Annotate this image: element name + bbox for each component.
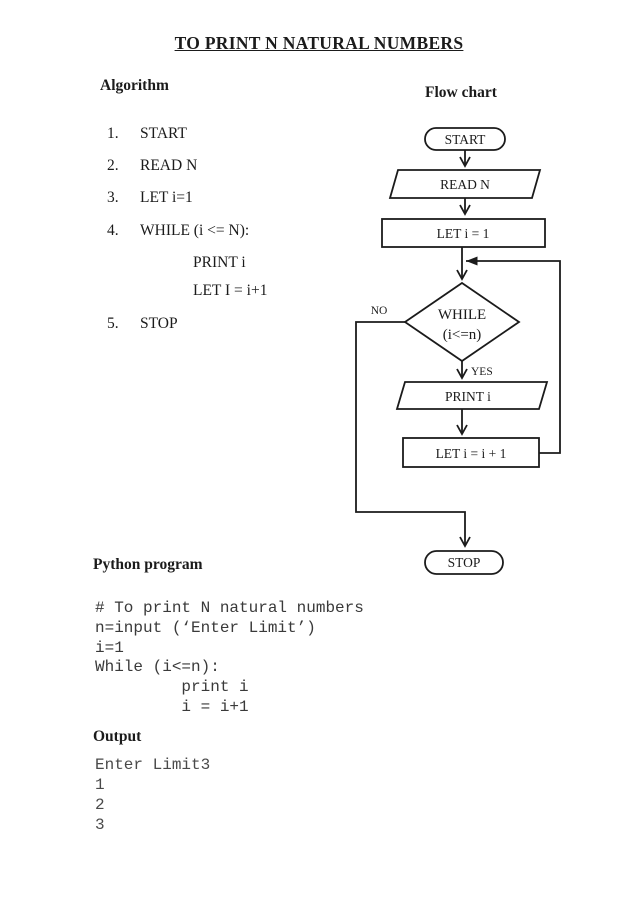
step-number: 5. [107,315,119,332]
start-node-label: START [445,132,487,147]
yes-branch-label: YES [471,366,493,378]
code-line: print i [95,678,249,697]
step-text: PRINT i [193,254,246,271]
increment-node-label: LET i = i + 1 [436,446,507,461]
algorithm-substep-increment: LET I = i+1 [193,283,267,299]
output-heading: Output [93,728,142,745]
step-text: LET i=1 [140,189,193,206]
algorithm-step-3: 3. LET i=1 [107,190,193,206]
code-line: i=1 [95,638,124,657]
init-node-label: LET i = 1 [437,226,490,241]
stop-node-label: STOP [448,555,481,570]
output-line: Enter Limit3 [95,756,211,774]
read-input-shape [388,169,542,199]
read-node-label: READ N [440,177,490,192]
output-line: 1 [95,776,105,794]
algorithm-step-5: 5. STOP [107,316,178,332]
step-number: 4. [107,222,119,239]
code-line: # To print N natural numbers [95,599,364,617]
step-number: 3. [107,189,119,206]
stop-terminator-shape [424,550,504,575]
increment-process-shape [402,437,540,468]
page-title: TO PRINT N NATURAL NUMBERS [174,33,464,53]
python-code-block: # To print N natural numbers n=input (‘E… [95,599,364,718]
step-text: START [140,125,187,142]
algorithm-heading: Algorithm [100,77,169,94]
code-line: While (i<=n): [95,658,220,677]
program-output-block: Enter Limit3 1 2 3 [95,755,210,835]
code-line: n=input (‘Enter Limit’) [95,618,316,637]
no-branch-label: NO [371,305,388,317]
code-line: i = i+1 [95,697,249,716]
flowchart-heading: Flow chart [425,84,497,101]
output-line: 2 [95,796,105,814]
step-number: 2. [107,157,119,174]
python-heading: Python program [93,556,203,573]
step-text: LET I = i+1 [193,282,268,299]
arrow-no-branch-to-stop [355,321,471,548]
algorithm-substep-print: PRINT i [193,255,246,271]
algorithm-step-4: 4. WHILE (i <= N): [107,223,249,239]
output-line: 3 [95,816,105,834]
arrow-loop-back [466,256,561,454]
print-output-shape [395,381,549,410]
algorithm-step-2: 2. READ N [107,158,197,174]
step-text: WHILE (i <= N): [140,222,250,239]
while-decision-shape [403,281,521,363]
while-node-label-line1: WHILE [438,307,486,323]
algorithm-step-1: 1. START [107,126,187,142]
print-node-label: PRINT i [445,389,491,404]
step-text: READ N [140,157,198,174]
start-terminator-shape [424,127,506,151]
step-number: 1. [107,125,119,142]
while-node-label-line2: (i<=n) [443,327,482,343]
init-process-shape [381,218,546,248]
step-text: STOP [140,315,178,332]
